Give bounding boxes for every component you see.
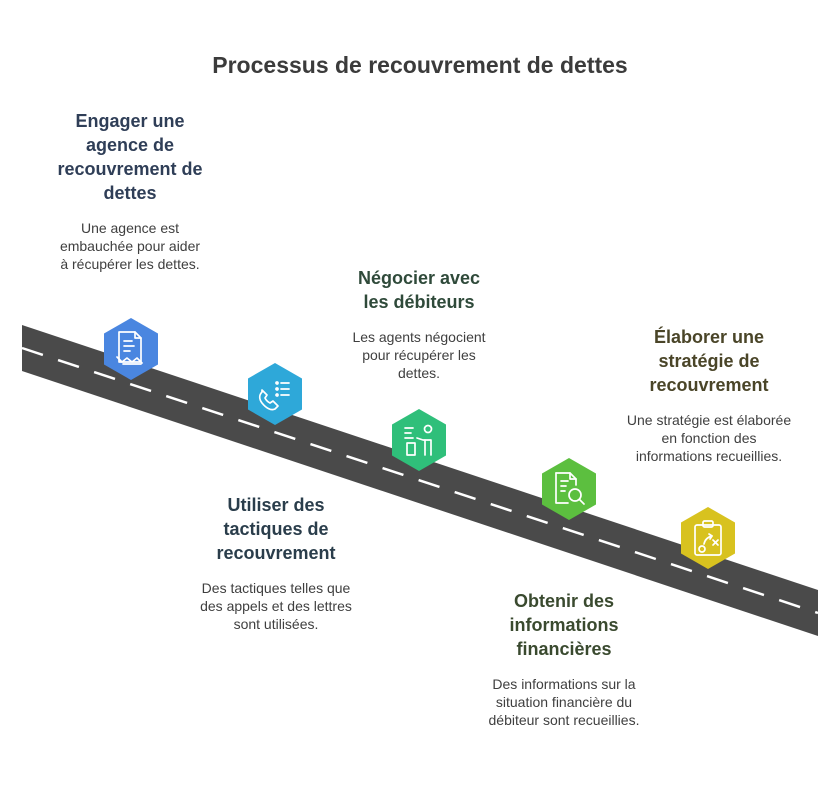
- step-2-marker: [248, 363, 302, 425]
- step-3-title: Négocier avec les débiteurs: [357, 268, 481, 312]
- step-5-title: Élaborer une stratégie de recouvrement: [649, 327, 769, 395]
- step-5-marker: [681, 507, 735, 569]
- contract-handshake-icon: [116, 331, 143, 365]
- step-3-description: Les agents négocient pour récupérer les …: [352, 329, 486, 381]
- clipboard-strategy-icon: [694, 520, 722, 556]
- step-3-marker: [392, 409, 446, 471]
- step-5-description: Une stratégie est élaborée en fonction d…: [626, 412, 792, 464]
- step-2-text: Utiliser des tactiques de recouvrement D…: [196, 493, 356, 633]
- phone-list-icon: [258, 381, 290, 411]
- step-1-title: Engager une agence de recouvrement de de…: [57, 111, 203, 203]
- step-5-text: Élaborer une stratégie de recouvrement U…: [624, 325, 794, 465]
- step-3-text: Négocier avec les débiteurs Les agents n…: [345, 266, 493, 382]
- step-1-text: Engager une agence de recouvrement de de…: [55, 109, 205, 273]
- step-1-description: Une agence est embauchée pour aider à ré…: [59, 220, 201, 272]
- step-4-marker: [542, 458, 596, 520]
- step-1-marker: [104, 318, 158, 380]
- step-2-title: Utiliser des tactiques de recouvrement: [216, 495, 336, 563]
- step-4-title: Obtenir des informations financières: [509, 591, 619, 659]
- diagram-title: Processus de recouvrement de dettes: [212, 52, 628, 78]
- step-2-description: Des tactiques telles que des appels et d…: [200, 580, 352, 632]
- presenter-board-icon: [404, 424, 433, 456]
- document-search-icon: [555, 472, 585, 505]
- step-4-text: Obtenir des informations financières Des…: [480, 589, 648, 729]
- step-4-description: Des informations sur la situation financ…: [488, 676, 640, 728]
- road-center-dashes: [21, 346, 819, 615]
